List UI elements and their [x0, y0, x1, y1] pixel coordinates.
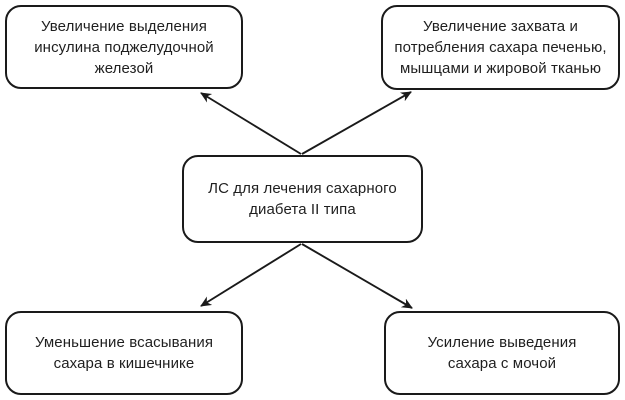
node-decrease-sugar-absorption: Уменьшение всасывания сахара в кишечнике	[5, 311, 243, 395]
node-central-drugs-type2-diabetes: ЛС для лечения сахарного диабета II типа	[182, 155, 423, 243]
node-label: Увеличение выделения инсулина поджелудоч…	[34, 17, 214, 77]
arrow-center-to-top-right	[301, 91, 412, 155]
node-label: ЛС для лечения сахарного диабета II типа	[208, 180, 397, 218]
node-label: Увеличение захвата и потребления сахара …	[394, 18, 607, 77]
node-label: Усиление выведения сахара с мочой	[427, 334, 577, 372]
node-increase-insulin-secretion: Увеличение выделения инсулина поджелудоч…	[5, 5, 243, 89]
node-label: Уменьшение всасывания сахара в кишечнике	[34, 334, 214, 372]
arrow-center-to-top-left	[200, 92, 302, 155]
arrow-center-to-bottom-right	[301, 243, 413, 309]
node-increase-sugar-excretion: Усиление выведения сахара с мочой	[384, 311, 620, 395]
node-increase-sugar-uptake: Увеличение захвата и потребления сахара …	[381, 5, 620, 90]
arrow-center-to-bottom-left	[200, 243, 302, 307]
